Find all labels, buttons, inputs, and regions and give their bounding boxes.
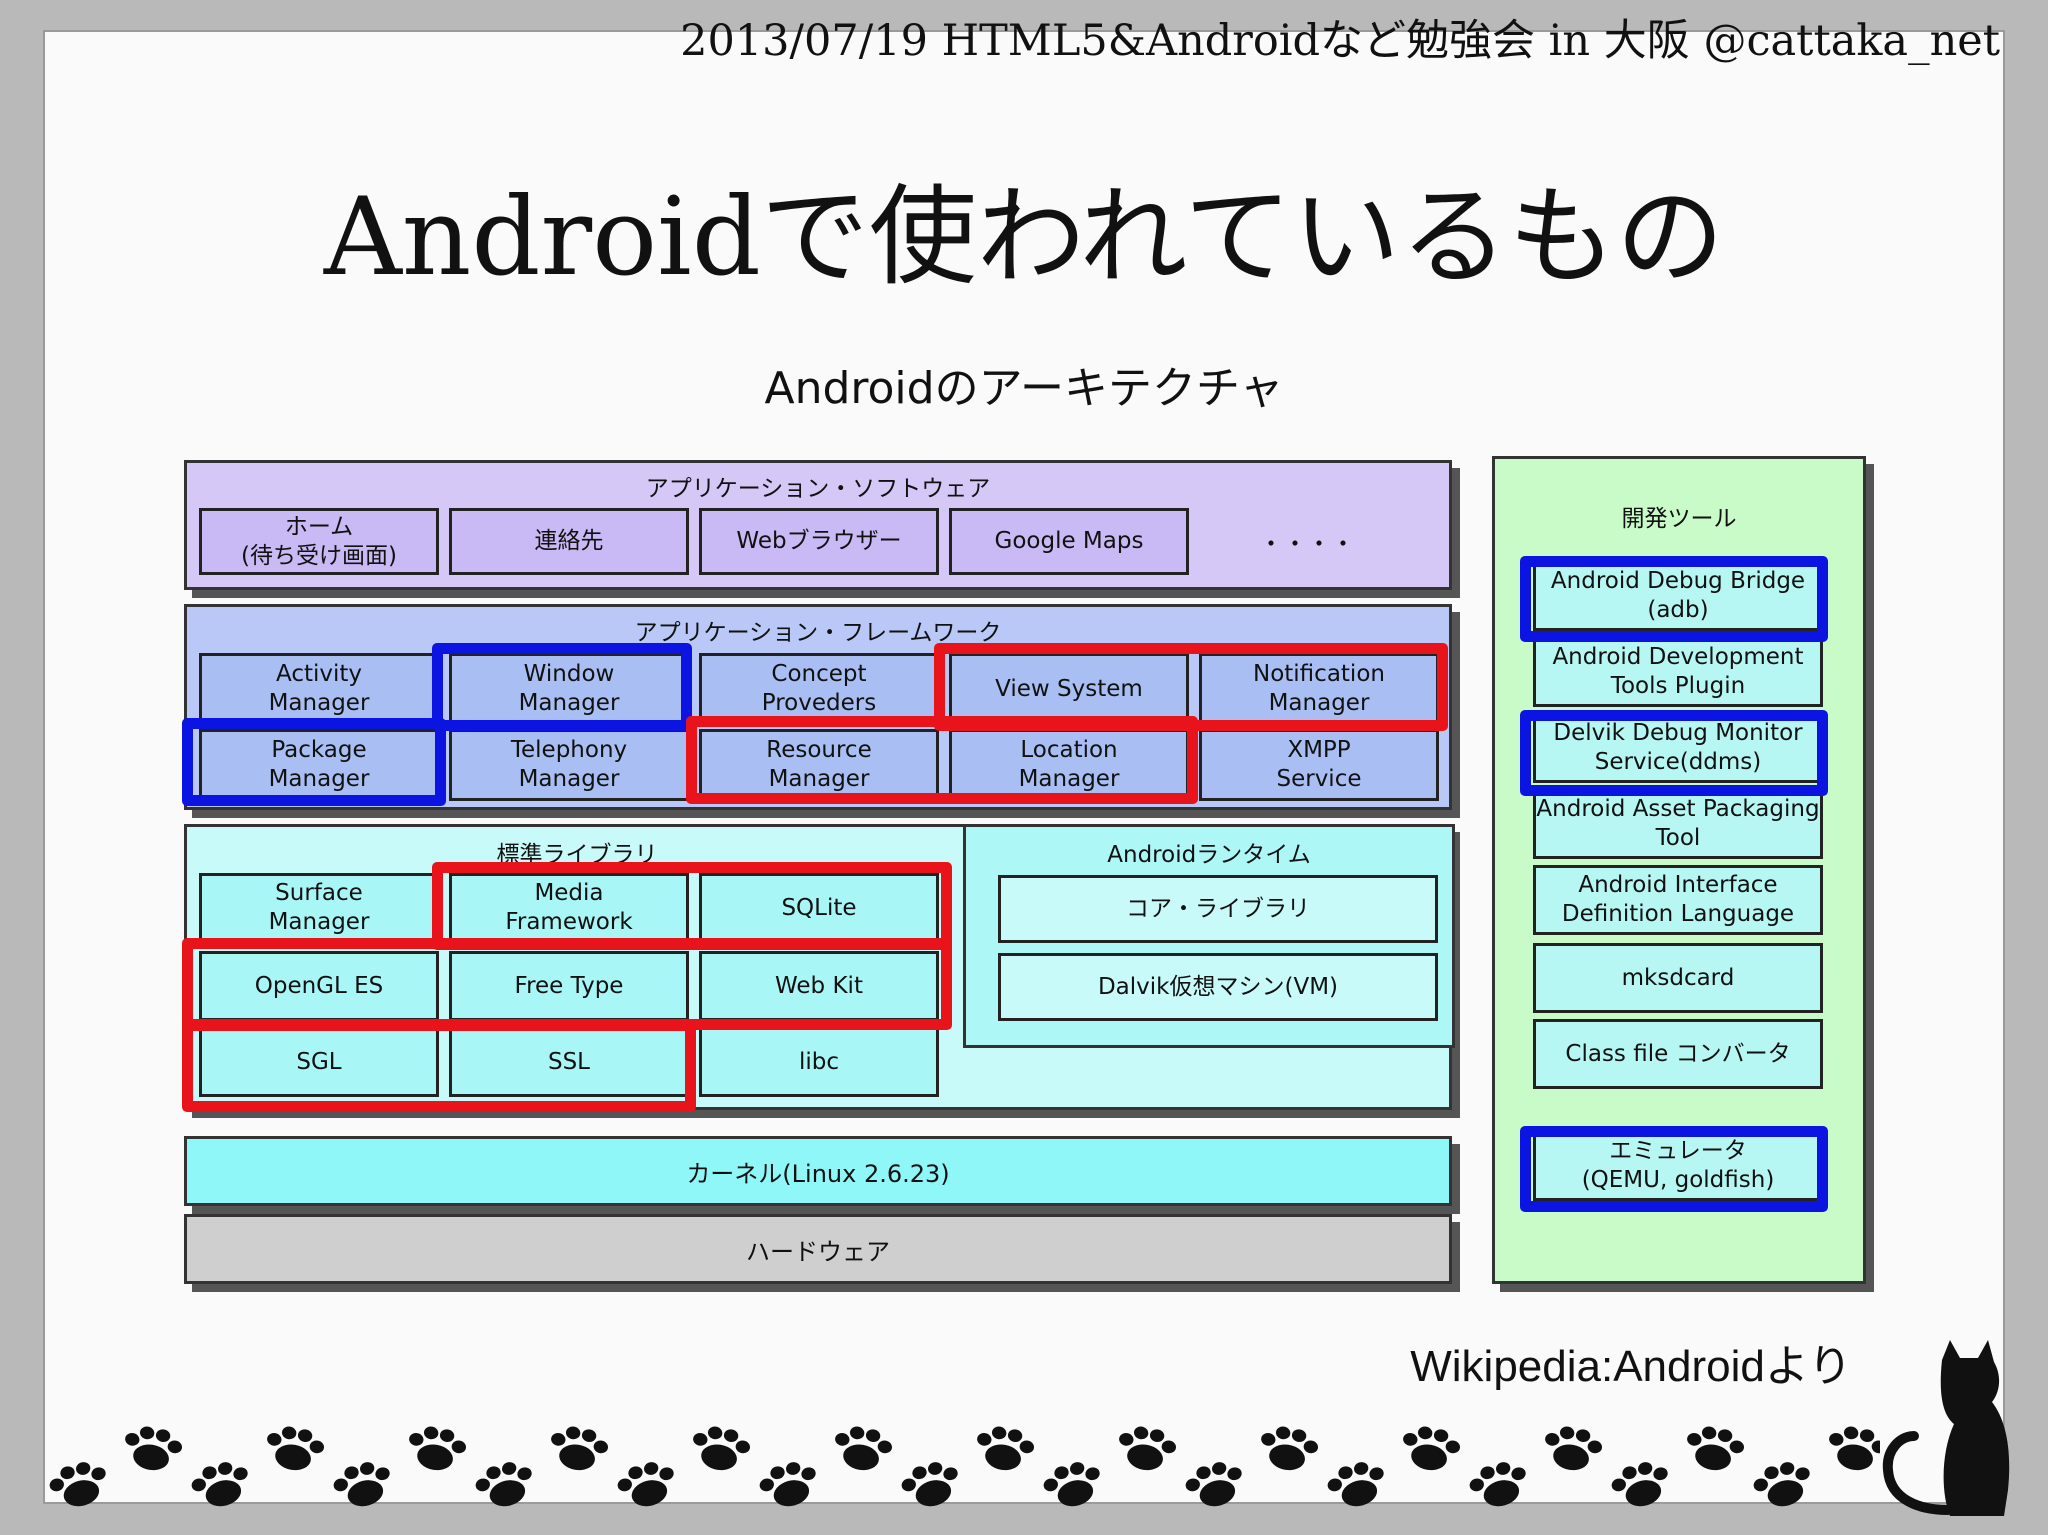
highlight-red-sgl-ssl bbox=[182, 1020, 696, 1112]
telephony-manager: Telephony Manager bbox=[449, 729, 689, 801]
applications-layer: アプリケーション・ソフトウェア ホーム (待ち受け画面) 連絡先 Webブラウザ… bbox=[184, 460, 1452, 590]
paw-print-icon bbox=[835, 1426, 893, 1471]
paw-print-icon bbox=[267, 1426, 325, 1471]
paw-print-icon bbox=[1753, 1462, 1810, 1507]
core-libraries: コア・ライブラリ bbox=[998, 875, 1438, 943]
paw-print-icon bbox=[693, 1426, 751, 1471]
paw-print-icon bbox=[1469, 1462, 1526, 1507]
paw-print-icon bbox=[759, 1462, 816, 1507]
paw-print-icon bbox=[551, 1426, 609, 1471]
app-web-browser: Webブラウザー bbox=[699, 508, 939, 575]
paw-print-icon bbox=[1119, 1426, 1177, 1471]
kernel-layer: カーネル(Linux 2.6.23) bbox=[184, 1136, 1452, 1206]
app-google-maps: Google Maps bbox=[949, 508, 1189, 575]
libc: libc bbox=[699, 1027, 939, 1097]
paw-print-icon bbox=[1545, 1426, 1603, 1471]
tool-adt-plugin: Android Development Tools Plugin bbox=[1533, 637, 1823, 707]
dev-tools-panel: 開発ツール Android Debug Bridge (adb) Android… bbox=[1492, 456, 1866, 1284]
content-providers: Concept Proveders bbox=[699, 653, 939, 725]
package-manager: Package Manager bbox=[199, 729, 439, 801]
header-event-text: 2013/07/19 HTML5&Androidなど勉強会 in 大阪 @cat… bbox=[680, 16, 2000, 66]
paw-print-row bbox=[49, 1426, 1880, 1507]
paw-print-icon bbox=[49, 1462, 106, 1507]
paw-print-icon bbox=[409, 1426, 467, 1471]
slide-title: Androidで使われているもの bbox=[323, 175, 1725, 300]
activity-manager: Activity Manager bbox=[199, 653, 439, 725]
paw-print-icon bbox=[475, 1462, 532, 1507]
app-home: ホーム (待ち受け画面) bbox=[199, 508, 439, 575]
tool-emulator: エミュレータ (QEMU, goldfish) bbox=[1533, 1131, 1823, 1201]
web-kit: Web Kit bbox=[699, 951, 939, 1021]
highlight-blue-ddms bbox=[1520, 710, 1828, 796]
highlight-blue-window-manager bbox=[432, 643, 692, 731]
tool-mksdcard: mksdcard bbox=[1533, 943, 1823, 1013]
resource-manager: Resource Manager bbox=[699, 729, 939, 801]
dev-tools-title: 開発ツール bbox=[1621, 506, 1737, 532]
apps-ellipsis: ・・・・ bbox=[1259, 530, 1355, 558]
applications-layer-title: アプリケーション・ソフトウェア bbox=[645, 476, 991, 502]
paw-print-icon bbox=[901, 1462, 958, 1507]
highlight-blue-adb bbox=[1520, 556, 1828, 642]
highlight-blue-emulator bbox=[1520, 1126, 1828, 1212]
paw-print-icon bbox=[125, 1426, 183, 1471]
xmpp-service: XMPP Service bbox=[1199, 729, 1439, 801]
paw-print-icon bbox=[191, 1462, 248, 1507]
paw-print-icon bbox=[1043, 1462, 1100, 1507]
framework-layer-title: アプリケーション・フレームワーク bbox=[634, 620, 1002, 646]
highlight-red-media-sqlite bbox=[432, 862, 952, 950]
source-note: Wikipedia:Androidより bbox=[1410, 1342, 1852, 1391]
paw-print-icon bbox=[1403, 1426, 1461, 1471]
hardware-layer: ハードウェア bbox=[184, 1214, 1452, 1284]
highlight-red-resource-location bbox=[686, 716, 1198, 804]
paw-print-icon bbox=[333, 1462, 390, 1507]
dalvik-vm: Dalvik仮想マシン(VM) bbox=[998, 953, 1438, 1021]
paw-print-icon bbox=[1829, 1426, 1880, 1471]
tool-aidl: Android Interface Definition Language bbox=[1533, 865, 1823, 935]
paw-print-icon bbox=[1185, 1462, 1242, 1507]
surface-manager: Surface Manager bbox=[199, 873, 439, 943]
paw-print-icon bbox=[1687, 1426, 1745, 1471]
tool-class-converter: Class file コンバータ bbox=[1533, 1019, 1823, 1089]
libraries-layer: 標準ライブラリ Surface Manager Media Framework … bbox=[184, 824, 1455, 1110]
sqlite: SQLite bbox=[699, 873, 939, 943]
runtime-title: Androidランタイム bbox=[1107, 842, 1311, 868]
paw-print-icon bbox=[1611, 1462, 1668, 1507]
paw-print-icon bbox=[1261, 1426, 1319, 1471]
app-contacts: 連絡先 bbox=[449, 508, 689, 575]
highlight-red-opengl-freetype-webkit bbox=[182, 938, 952, 1030]
paw-print-icon bbox=[617, 1462, 674, 1507]
cat-silhouette-icon bbox=[1882, 1340, 2010, 1516]
tool-aapt: Android Asset Packaging Tool bbox=[1533, 789, 1823, 859]
media-framework: Media Framework bbox=[449, 873, 689, 943]
diagram-title: Androidのアーキテクチャ bbox=[764, 363, 1284, 414]
paw-print-icon bbox=[1327, 1462, 1384, 1507]
highlight-blue-package-manager bbox=[182, 718, 446, 806]
framework-layer: アプリケーション・フレームワーク Activity Manager Window… bbox=[184, 604, 1452, 810]
runtime-panel: Androidランタイム コア・ライブラリ Dalvik仮想マシン(VM) bbox=[963, 824, 1455, 1048]
paw-print-icon bbox=[977, 1426, 1035, 1471]
